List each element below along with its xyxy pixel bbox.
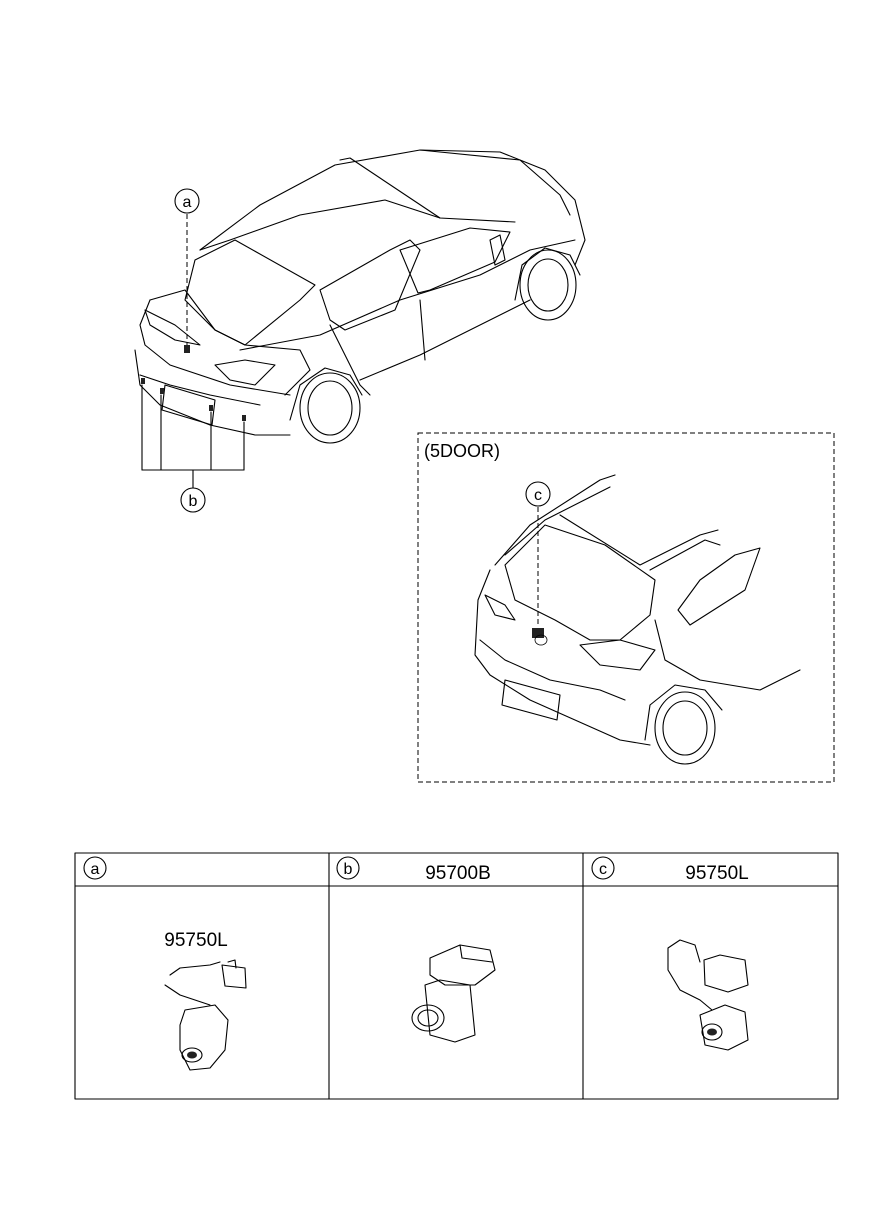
part-number-b: 95700B <box>425 863 491 884</box>
part-c-camera-illustration <box>667 939 749 1051</box>
parts-table <box>74 852 839 1100</box>
hatchback-illustration <box>474 474 801 765</box>
callout-c <box>525 481 551 625</box>
part-a-camera-illustration <box>164 959 247 1071</box>
callout-b <box>141 384 245 513</box>
callout-a <box>174 188 200 345</box>
5door-label: (5DOOR) <box>424 441 500 461</box>
5door-inset-frame <box>417 432 835 783</box>
part-number-c: 95750L <box>685 863 748 884</box>
table-col-a-letter: a <box>91 861 100 878</box>
part-b-sensor-illustration <box>411 944 496 1043</box>
callout-a-label: a <box>183 194 192 211</box>
part-number-a: 95750L <box>164 930 227 951</box>
callout-b-label: b <box>189 493 198 510</box>
table-col-c-letter: c <box>599 861 607 878</box>
sedan-illustration <box>134 149 586 444</box>
table-col-b-letter: b <box>344 861 353 878</box>
callout-c-label: c <box>534 487 542 504</box>
